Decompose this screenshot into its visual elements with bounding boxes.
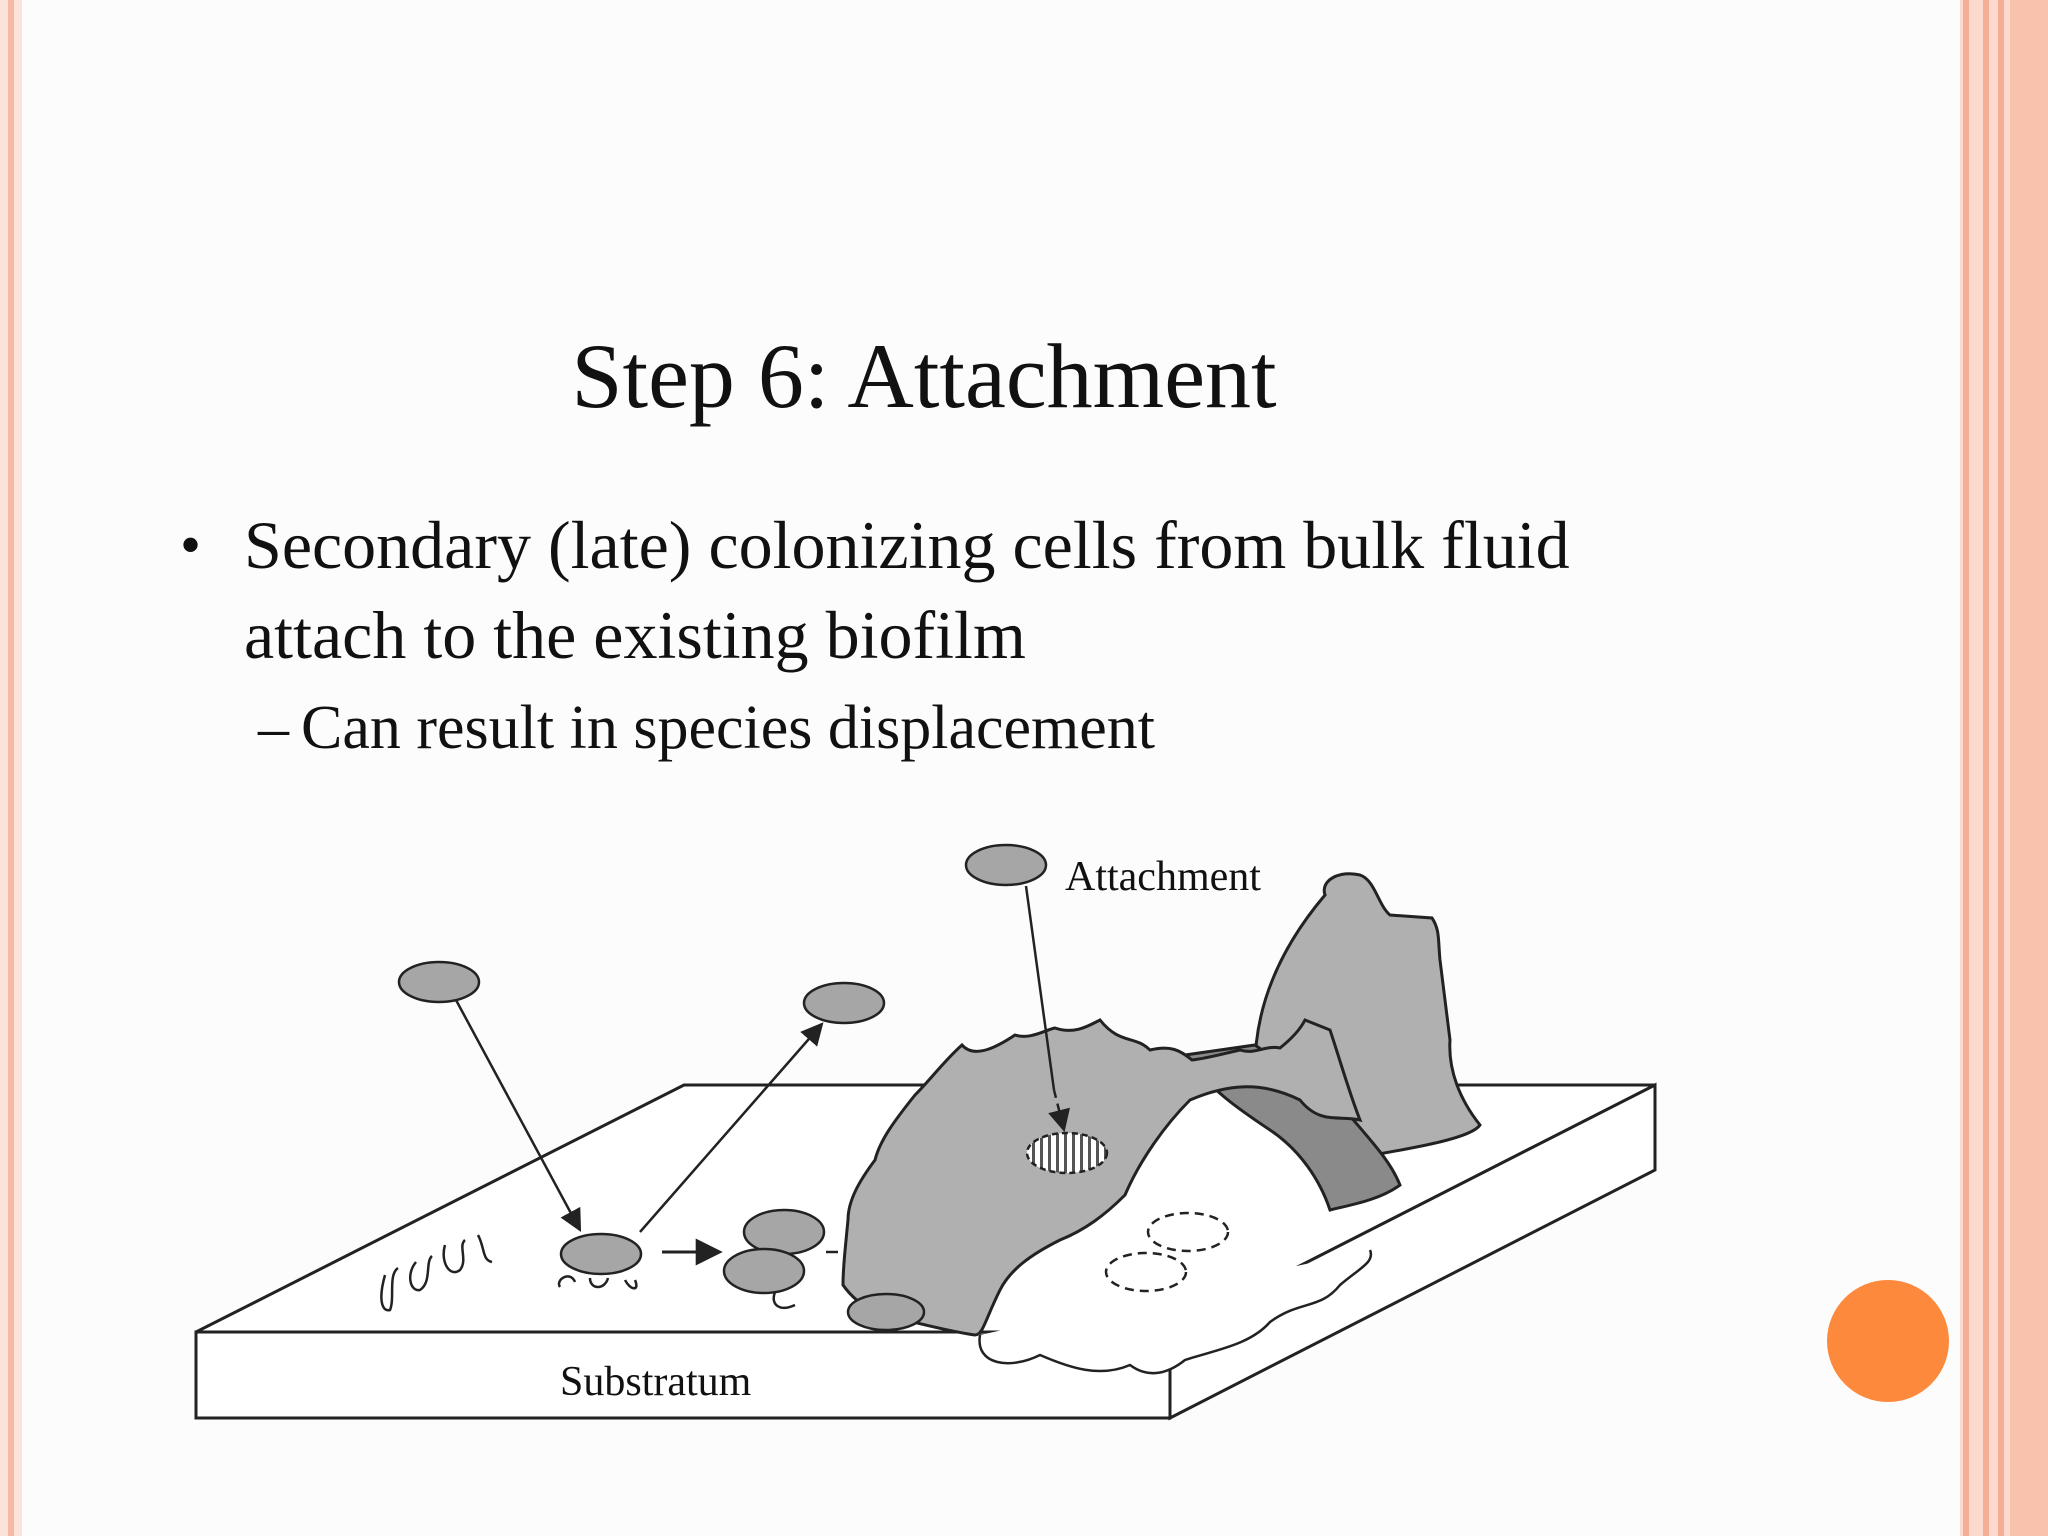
reversible-cells-scribble — [380, 1234, 493, 1312]
substratum-cell — [559, 1232, 643, 1276]
right-border-line-1 — [1963, 0, 1969, 1536]
exposed-biofilm-edge — [978, 1249, 1373, 1375]
right-border-fill — [2010, 0, 2048, 1536]
attachment-arrow-dashed — [1048, 1089, 1071, 1133]
accent-circle — [1827, 1280, 1949, 1402]
bullet-text: Secondary (late) colonizing cells from b… — [244, 507, 1570, 673]
attachment-label: Attachment — [1065, 854, 1261, 900]
vacated-site-dashed-1 — [1104, 1251, 1188, 1293]
dividing-cell-bottom — [722, 1247, 806, 1295]
left-border-line — [8, 0, 14, 1536]
sub-bullet-text: Can result in species displacement — [301, 694, 1155, 762]
attachment-cell — [964, 843, 1048, 887]
sub-bullet-item: –Can result in species displacement — [258, 688, 1155, 768]
attaching-cell-site — [1025, 1131, 1109, 1175]
dividing-cell-top — [742, 1208, 826, 1256]
attachment-arrow-solid — [1024, 885, 1056, 1091]
incoming-arrow — [454, 999, 582, 1232]
right-border-line-3 — [1998, 0, 2004, 1536]
substratum-label: Substratum — [560, 1359, 752, 1405]
bullet-dot-icon: • — [180, 512, 202, 578]
departing-cell — [802, 981, 886, 1025]
biofilm-mass — [841, 872, 1482, 1337]
right-border-line-2 — [1983, 0, 1989, 1536]
vacated-site-dashed-2 — [1146, 1211, 1230, 1253]
slide-title: Step 6: Attachment — [571, 325, 1277, 427]
sub-bullet-dash-icon: – — [258, 694, 289, 762]
departing-arrow — [639, 1022, 824, 1233]
incoming-cell — [397, 960, 481, 1004]
cell-appendages — [557, 1275, 796, 1309]
edge-cell — [846, 1292, 926, 1332]
